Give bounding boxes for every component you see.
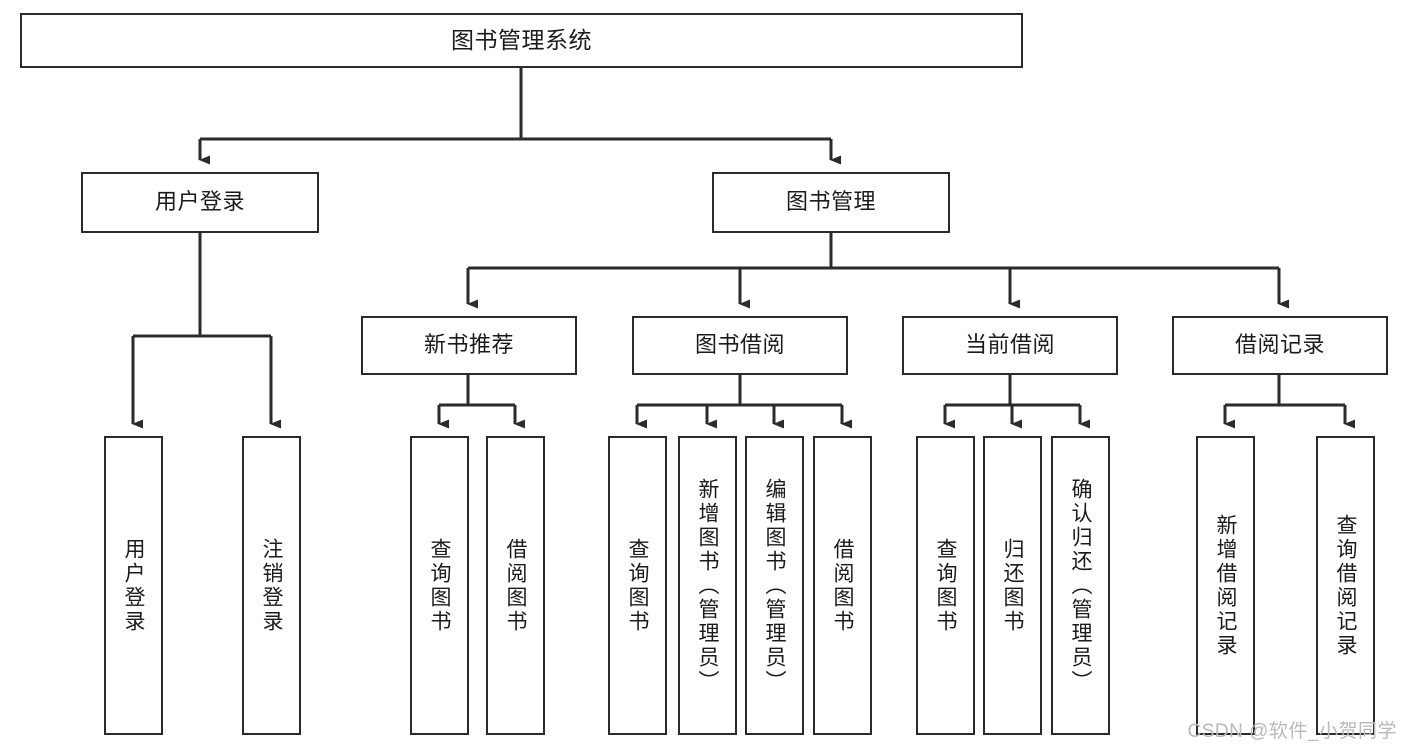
node-label: 借阅图书 [504,537,527,634]
watermark: CSDN @软件_小贺同学 [1187,721,1397,742]
node-label: 用户登录 [154,189,245,215]
node-leaf-add-borrow-record[interactable]: 新增借阅记录 [1196,436,1255,735]
node-label: 图书借阅 [694,332,785,358]
node-leaf-query-book-recommend[interactable]: 查询图书 [410,436,469,735]
node-leaf-edit-book-admin[interactable]: 编辑图书（管理员） [745,436,804,735]
node-leaf-borrow-book-recommend[interactable]: 借阅图书 [486,436,545,735]
node-leaf-return-book[interactable]: 归还图书 [983,436,1042,735]
node-label: 新书推荐 [423,332,514,358]
node-leaf-confirm-return-admin[interactable]: 确认归还（管理员） [1051,436,1110,735]
node-label: 新增图书（管理员） [696,477,719,694]
node-leaf-borrow-book[interactable]: 借阅图书 [813,436,872,735]
node-book-management[interactable]: 图书管理 [712,172,950,233]
node-root-book-management-system[interactable]: 图书管理系统 [20,13,1023,68]
node-label: 借阅记录 [1234,332,1325,358]
node-current-borrow[interactable]: 当前借阅 [902,316,1118,375]
node-label: 当前借阅 [964,332,1055,358]
node-user-login[interactable]: 用户登录 [81,172,319,233]
node-leaf-query-book-borrow[interactable]: 查询图书 [608,436,667,735]
node-label: 编辑图书（管理员） [763,477,786,694]
node-label: 新增借阅记录 [1214,513,1237,658]
node-label: 查询图书 [428,537,451,634]
node-borrow-record[interactable]: 借阅记录 [1172,316,1388,375]
node-label: 用户登录 [122,537,145,634]
node-label: 归还图书 [1001,537,1024,634]
node-label: 确认归还（管理员） [1069,477,1092,694]
node-leaf-add-book-admin[interactable]: 新增图书（管理员） [678,436,737,735]
node-leaf-query-borrow-record[interactable]: 查询借阅记录 [1316,436,1375,735]
node-leaf-user-login[interactable]: 用户登录 [104,436,163,735]
node-label: 查询借阅记录 [1334,513,1357,658]
node-book-borrow[interactable]: 图书借阅 [632,316,848,375]
node-leaf-query-book-current[interactable]: 查询图书 [916,436,975,735]
node-label: 查询图书 [934,537,957,634]
node-label: 图书管理 [785,189,876,215]
node-label: 图书管理系统 [451,26,592,53]
node-label: 借阅图书 [831,537,854,634]
node-leaf-logout[interactable]: 注销登录 [242,436,301,735]
node-label: 注销登录 [260,537,283,634]
node-new-book-recommend[interactable]: 新书推荐 [361,316,577,375]
node-label: 查询图书 [626,537,649,634]
